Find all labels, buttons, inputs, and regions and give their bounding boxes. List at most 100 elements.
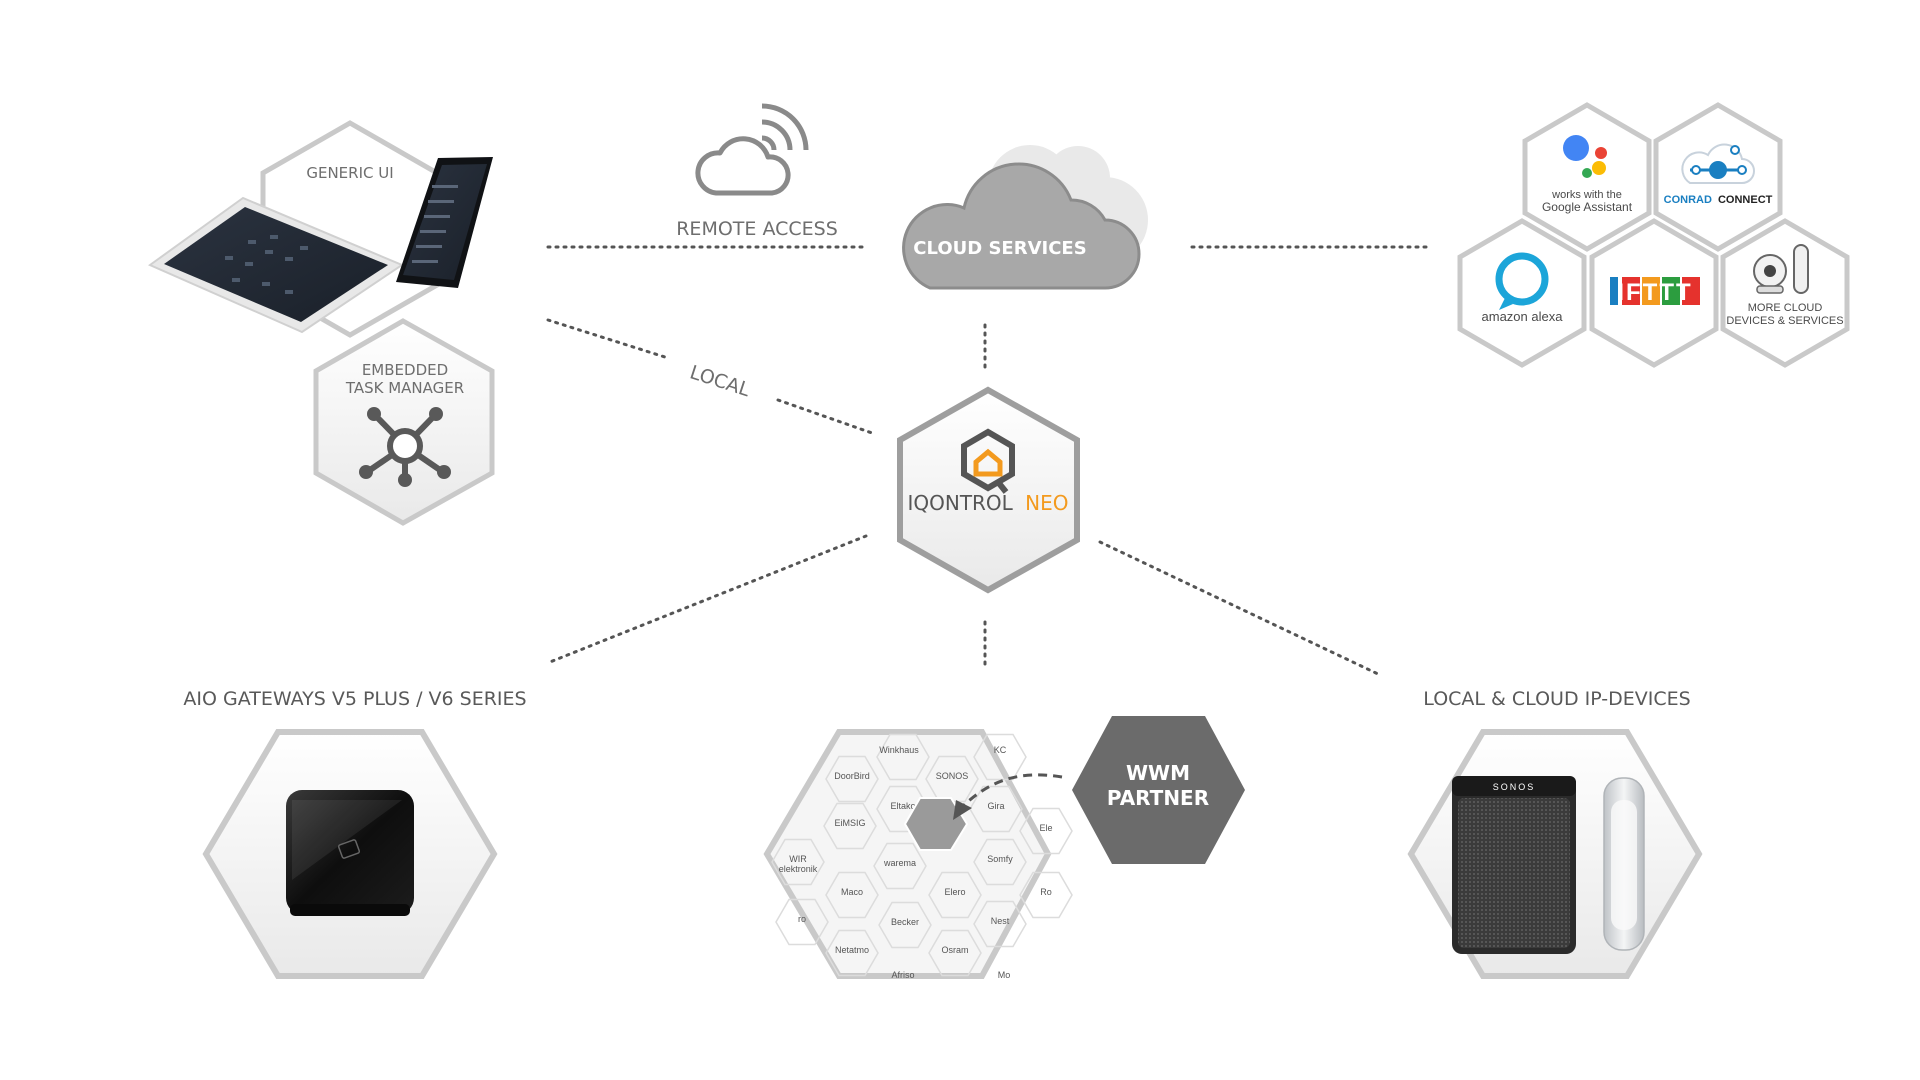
- alexa-label: amazon alexa: [1482, 309, 1564, 324]
- partner-brand-label: Maco: [841, 887, 863, 897]
- partner-brand-label: Netatmo: [835, 945, 869, 955]
- partner-cell: [825, 871, 879, 919]
- partner-cell: [1019, 807, 1073, 855]
- partner-brand-label: SONOS: [936, 771, 969, 781]
- sonos-brand-label: SONOS: [1493, 782, 1536, 792]
- partner-brand-label: Ro: [1040, 887, 1052, 897]
- partner-brand-label: Gira: [987, 801, 1004, 811]
- partner-cell: [823, 802, 877, 850]
- google-assistant-line2: Google Assistant: [1542, 200, 1633, 214]
- wwm-partner-line1: WWM: [1126, 761, 1190, 785]
- task-manager-hexagon: [313, 318, 495, 526]
- partner-brand-label: Winkhaus: [879, 745, 919, 755]
- partner-cell: [925, 755, 979, 803]
- wwm-partner-node[interactable]: WWM PARTNER: [1072, 716, 1245, 864]
- partner-brand-label: Becker: [891, 917, 919, 927]
- partner-cell: [928, 929, 982, 977]
- partner-arrowhead-icon: [953, 800, 972, 820]
- local-line-a: [546, 318, 670, 360]
- remote-access-label: REMOTE ACCESS: [676, 218, 838, 240]
- alexa-icon: [1495, 252, 1549, 310]
- partner-brand-label: Somfy: [987, 854, 1013, 864]
- partner-brand-label: warema: [883, 858, 916, 868]
- phone-image: [396, 157, 493, 288]
- aio-gateway-node: AIO GATEWAYS V5 PLUS / V6 SERIES: [183, 688, 527, 979]
- aio-gateway-label: AIO GATEWAYS V5 PLUS / V6 SERIES: [183, 688, 526, 710]
- ifttt-tile[interactable]: IFTTT: [1589, 218, 1719, 368]
- gateway-box-image: [286, 790, 414, 916]
- partner-brand-label: Mo: [998, 970, 1011, 980]
- neo-word: NEO: [1025, 491, 1068, 515]
- google-assistant-icon: [1563, 135, 1607, 178]
- tablet-image: [147, 196, 405, 334]
- partner-cell: [873, 842, 927, 890]
- netatmo-sensor-image: [1603, 777, 1645, 951]
- partner-cell: [771, 838, 825, 886]
- partner-brand-label: Ele: [1039, 823, 1052, 833]
- partner-cell: [876, 733, 930, 781]
- more-cloud-line1: MORE CLOUD: [1748, 302, 1823, 314]
- partner-brand-label: Afriso: [891, 970, 914, 980]
- cloud-service-tiles: works with the Google Assistant CONRAD C…: [1457, 102, 1850, 368]
- iqontrol-word: IQONTROL: [907, 491, 1013, 515]
- connect-word: CONNECT: [1718, 194, 1773, 206]
- partner-brand-label: ro: [798, 914, 806, 924]
- cloud-services-label: CLOUD SERVICES: [913, 238, 1086, 259]
- conrad-word: CONRAD: [1664, 194, 1712, 206]
- wwm-partner-hexagon: [1072, 716, 1245, 864]
- partner-brand-label: Elero: [944, 887, 965, 897]
- wwm-partner-line2: PARTNER: [1107, 786, 1209, 810]
- core-to-aio-line: [548, 534, 868, 664]
- partner-arrow-icon: [960, 773, 1063, 809]
- conrad-connect-label: CONRAD CONNECT: [1664, 194, 1773, 206]
- task-manager-label-line1: EMBEDDED: [362, 361, 448, 379]
- task-manager-label-line2: TASK MANAGER: [345, 379, 464, 397]
- sonos-speaker-image: SONOS: [1452, 776, 1576, 954]
- ifttt-label: IFTTT: [1617, 279, 1692, 306]
- conrad-connect-icon: [1681, 143, 1755, 184]
- partner-highlight-hexagon: [903, 797, 969, 851]
- iqontrol-neo-node: IQONTROL NEO: [897, 386, 1080, 594]
- partner-brand-label: KC: [994, 745, 1007, 755]
- partner-cell: [775, 898, 829, 946]
- network-hub-icon: [368, 411, 442, 478]
- iqontrol-logo-icon: [961, 428, 1015, 494]
- partner-brand-label: Osram: [942, 945, 969, 955]
- google-assistant-line1: works with the: [1551, 189, 1622, 201]
- cloud-services-node: CLOUD SERVICES: [902, 145, 1148, 290]
- local-line-b: [776, 398, 874, 435]
- iqontrol-label: IQONTROL NEO: [907, 491, 1068, 515]
- more-cloud-tile[interactable]: MORE CLOUD DEVICES & SERVICES: [1720, 218, 1850, 368]
- cloud-wifi-icon: [695, 103, 809, 196]
- partner-brand-label: DoorBird: [834, 771, 870, 781]
- conrad-connect-tile[interactable]: CONRAD CONNECT: [1653, 102, 1783, 252]
- ifttt-logo-icon: [1610, 277, 1700, 305]
- generic-ui-node: GENERIC UI: [147, 120, 493, 338]
- ip-devices-label: LOCAL & CLOUD IP-DEVICES: [1423, 688, 1690, 710]
- partner-brand-label: Eltako: [890, 801, 915, 811]
- partner-cell: [878, 901, 932, 949]
- camera-device-icon: [1753, 244, 1809, 294]
- partner-brand-label: WIR: [789, 854, 807, 864]
- partner-brand-label: Nest: [991, 916, 1010, 926]
- partner-cell: [928, 871, 982, 919]
- amazon-alexa-tile[interactable]: amazon alexa: [1457, 218, 1587, 368]
- partner-brand-label: elektronik: [779, 864, 818, 874]
- connection-lines: [546, 245, 1432, 676]
- partner-cell: [825, 929, 879, 977]
- core-to-ip-devices-line: [1098, 540, 1380, 676]
- google-assistant-tile[interactable]: works with the Google Assistant: [1522, 102, 1652, 252]
- remote-access-node: REMOTE ACCESS: [676, 103, 838, 240]
- ip-devices-node: LOCAL & CLOUD IP-DEVICES SONOS: [1407, 688, 1703, 979]
- task-manager-node: EMBEDDED TASK MANAGER: [313, 318, 495, 526]
- more-cloud-line2: DEVICES & SERVICES: [1726, 315, 1843, 327]
- local-label: LOCAL: [687, 361, 753, 401]
- partner-cell: [973, 900, 1027, 948]
- partner-cell: [973, 838, 1027, 886]
- generic-ui-label: GENERIC UI: [306, 164, 393, 182]
- partner-cell: [1019, 871, 1073, 919]
- cloud-front-icon: [902, 162, 1141, 290]
